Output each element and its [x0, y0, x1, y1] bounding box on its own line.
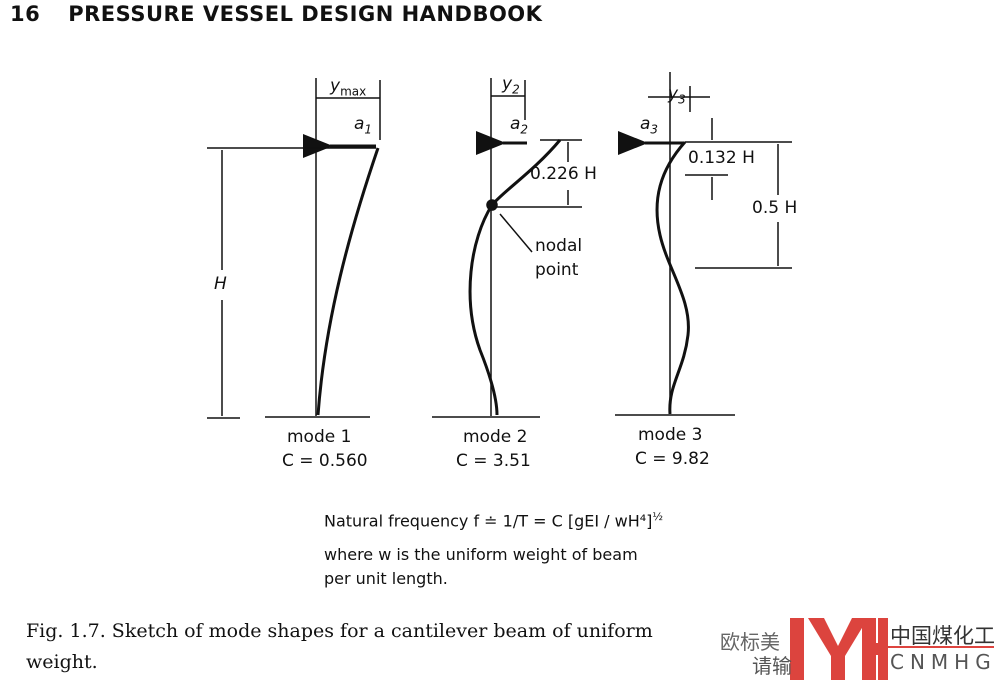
watermark-text-2: 请输: [752, 654, 792, 678]
dim-0226H-label: 0.226 H: [530, 164, 597, 184]
page-header: 16 PRESSURE VESSEL DESIGN HANDBOOK: [10, 2, 542, 26]
formula-block: Natural frequency f ≐ 1/T = C [gEI / wH⁴…: [324, 505, 663, 591]
mode1-name: mode 1: [287, 427, 352, 447]
book-title: PRESSURE VESSEL DESIGN HANDBOOK: [68, 2, 543, 26]
mode-2-sketch: [432, 78, 582, 418]
y2-label: y2: [502, 74, 520, 97]
watermark-en: CNMHG: [890, 650, 997, 674]
point-label: point: [535, 260, 579, 280]
formula-line-2: where w is the uniform weight of beam: [324, 545, 638, 565]
nodal-label: nodal: [535, 236, 583, 256]
mode3-curve: [655, 141, 690, 415]
mode3-c: C = 9.82: [635, 449, 710, 469]
mode1-curve: [316, 147, 380, 416]
formula-line-1: Natural frequency f ≐ 1/T = C [gEI / wH⁴…: [324, 510, 664, 531]
page-number: 16: [10, 2, 41, 26]
mode2-name: mode 2: [463, 427, 528, 447]
formula-line-3: per unit length.: [324, 569, 448, 589]
nodal-point-dot: [486, 199, 498, 211]
mode-1-sketch: [207, 78, 381, 419]
figure-caption: Fig. 1.7. Sketch of mode shapes for a ca…: [26, 616, 653, 678]
mode3-name: mode 3: [638, 425, 703, 445]
nodal-leader: [499, 213, 533, 253]
watermark-text-1: 欧标美: [720, 630, 780, 654]
a3-label: a3: [640, 114, 659, 137]
mode-3-sketch: [615, 72, 792, 416]
a1-label: a1: [354, 114, 373, 137]
mode1-c: C = 0.560: [282, 451, 368, 471]
y3-label: y3: [668, 84, 686, 107]
caption-line-2: weight.: [26, 651, 98, 673]
a2-label: a2: [510, 114, 529, 137]
H-label: H: [214, 274, 227, 294]
mode2-curve: [468, 139, 562, 416]
dim-0132H-label: 0.132 H: [688, 148, 755, 168]
mode2-c: C = 3.51: [456, 451, 531, 471]
dim-05H-label: 0.5 H: [752, 198, 798, 218]
watermark-cn: 中国煤化工: [890, 624, 995, 648]
ymax-label: ymax: [330, 76, 367, 99]
caption-line-1: Fig. 1.7. Sketch of mode shapes for a ca…: [26, 620, 653, 642]
watermark-logo: [790, 618, 994, 680]
